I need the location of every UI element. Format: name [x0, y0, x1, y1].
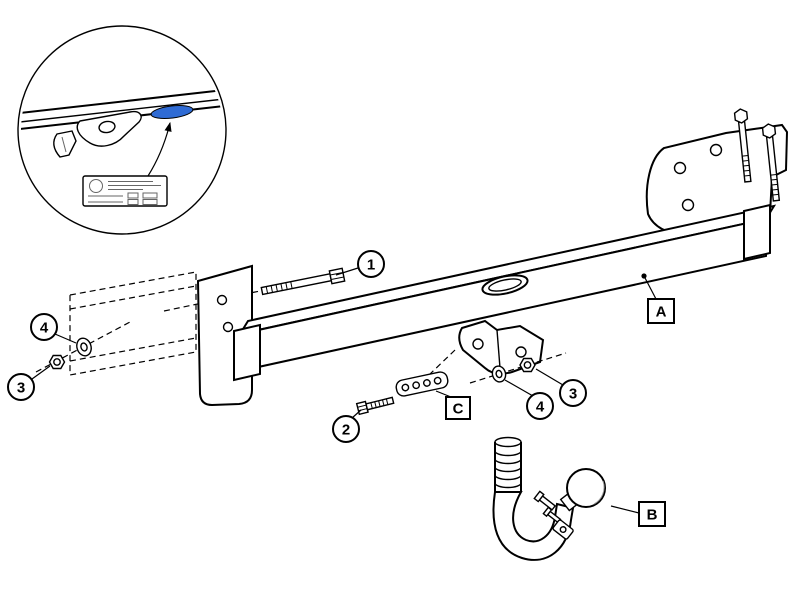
plate-hole — [433, 376, 442, 385]
washer-4-left — [76, 337, 92, 357]
callout-3-left-label: 3 — [17, 380, 25, 397]
callout-c-label: C — [453, 401, 464, 418]
nut-3-right — [519, 357, 536, 373]
bracket-hole — [472, 338, 484, 350]
bolt-1 — [260, 267, 346, 296]
fitting-plate-c — [395, 371, 449, 397]
bracket-hole — [681, 198, 695, 212]
towball-assembly — [492, 436, 606, 561]
crossbar-beam — [233, 203, 777, 382]
mounting-bolt-right-1 — [733, 108, 752, 183]
beam-right-cap — [743, 203, 771, 261]
towball-shaft — [494, 436, 522, 492]
detail-inset — [17, 25, 227, 235]
callout-b-label: B — [647, 507, 658, 524]
callout-b: B — [610, 501, 666, 527]
info-label — [82, 175, 168, 207]
mounting-bolt-right-2 — [761, 123, 781, 202]
beam-slot-oval — [481, 274, 529, 296]
callout-1-label: 1 — [367, 257, 375, 274]
plate-hole — [422, 379, 431, 387]
blue-sticker-highlight — [150, 105, 194, 119]
callout-1: 1 — [335, 250, 385, 278]
tow-ball — [566, 468, 606, 508]
bracket-hole — [515, 346, 527, 358]
lock-pin-small — [533, 490, 557, 511]
callout-4-left: 4 — [30, 313, 77, 344]
callout-a-label: A — [656, 304, 667, 321]
callout-3-left: 3 — [7, 365, 51, 401]
callout-3-right: 3 — [535, 368, 587, 407]
callout-a: A — [641, 273, 675, 324]
bolt-head — [328, 267, 346, 285]
plate-hole — [401, 383, 410, 392]
label-logo-circle — [89, 179, 103, 193]
plate-hole — [216, 294, 228, 306]
bolt-2 — [355, 396, 395, 416]
nut-3-left — [48, 354, 66, 370]
rail-clamp — [53, 110, 142, 158]
callout-c: C — [435, 390, 471, 420]
callout-2-label: 2 — [342, 422, 350, 439]
callout-2: 2 — [332, 409, 362, 443]
callout-4-right: 4 — [504, 379, 554, 420]
callout-4-left-label: 4 — [40, 320, 49, 337]
bracket-hole — [709, 143, 723, 157]
callout-4-right-label: 4 — [536, 399, 545, 416]
bracket-hole — [673, 161, 687, 175]
washer-4-right — [491, 365, 507, 383]
swan-neck — [492, 491, 575, 561]
plate-hole — [412, 381, 421, 390]
bracket-to-plate-axis-dashed — [429, 349, 456, 375]
beam-left-cap — [233, 323, 261, 382]
bolt-head — [733, 108, 749, 124]
callout-3-right-label: 3 — [569, 386, 577, 403]
sticker-pointer-arrow — [147, 121, 172, 177]
bolt-head — [761, 123, 777, 139]
plate-hole — [222, 321, 234, 333]
right-fastener-axis-dashed — [469, 352, 567, 384]
lock-plate-small — [552, 519, 574, 540]
